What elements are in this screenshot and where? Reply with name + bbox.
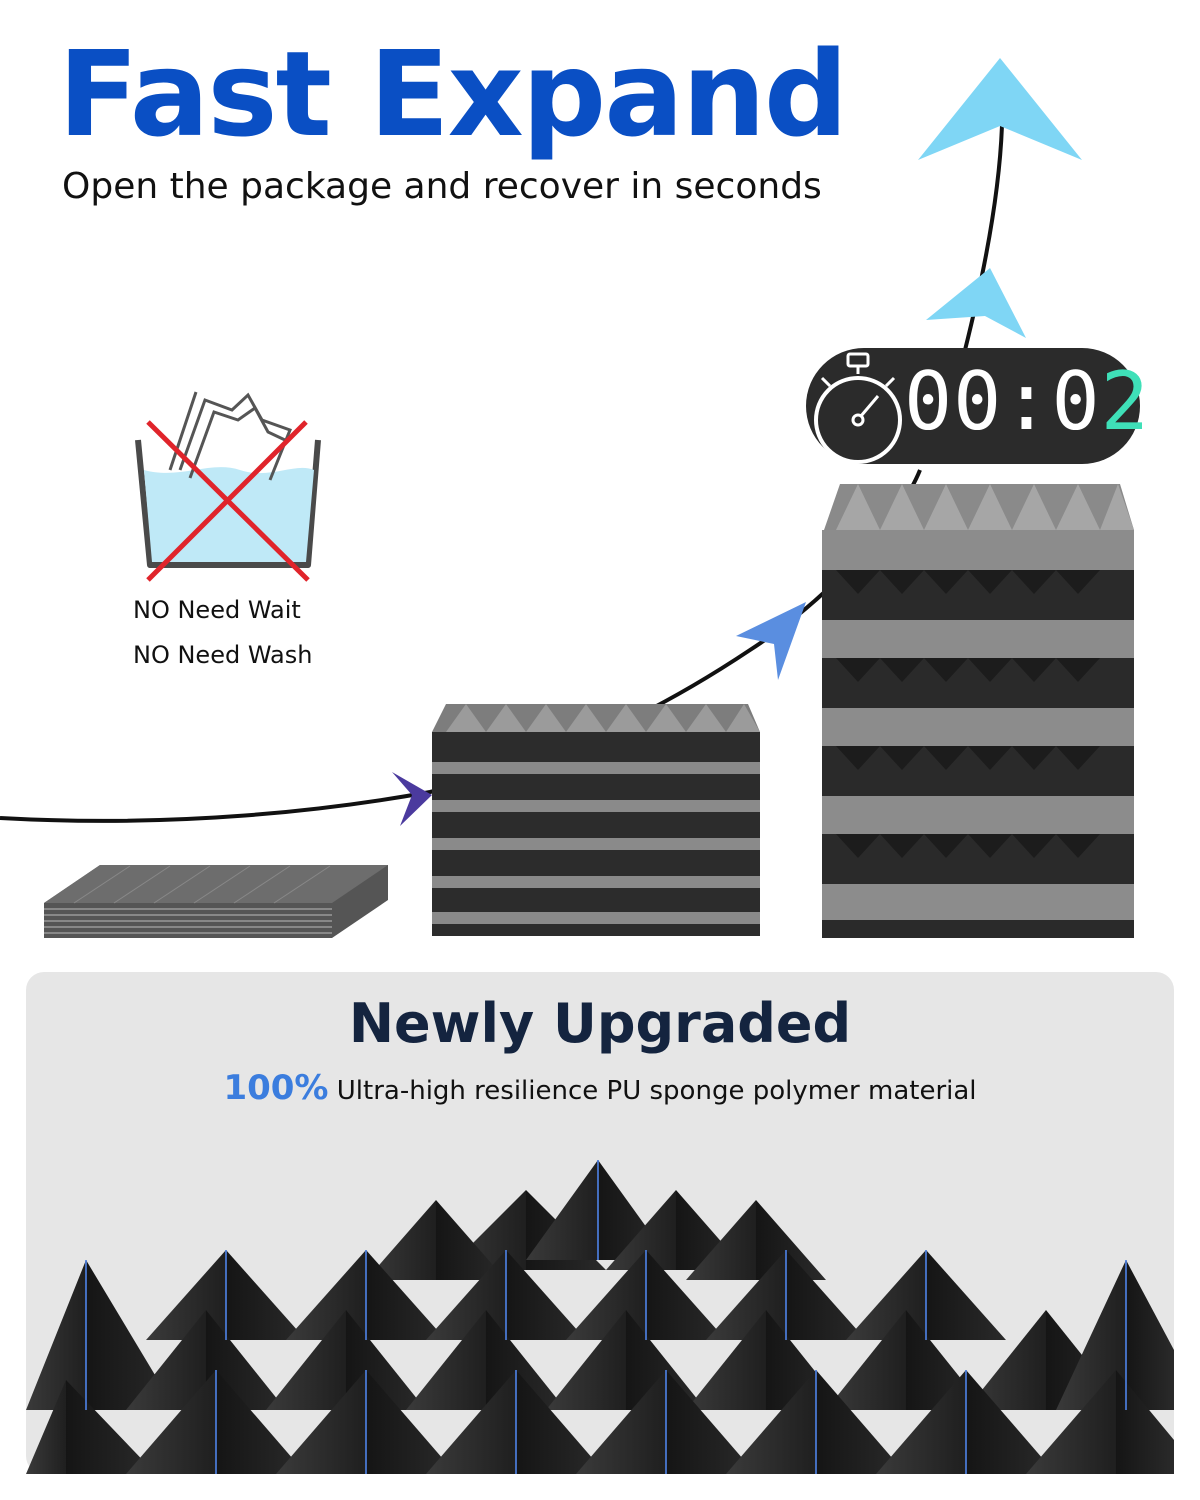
arrow-blue-icon xyxy=(736,602,806,680)
upgrade-percent: 100% xyxy=(223,1068,329,1108)
timer-digits: 00:0256 xyxy=(904,362,1200,442)
compressed-foam-stack xyxy=(44,865,388,938)
upgrade-description-text: Ultra-high resilience PU sponge polymer … xyxy=(336,1076,977,1106)
stopwatch-icon xyxy=(814,352,902,464)
timer-main-digits: 00:0 xyxy=(904,355,1101,448)
arrow-cyan-small-icon xyxy=(926,268,1026,338)
arrow-purple-icon xyxy=(392,772,432,826)
upgrade-title: Newly Upgraded xyxy=(348,992,852,1055)
upgrade-description: 100% Ultra-high resilience PU sponge pol… xyxy=(0,1068,1200,1108)
page-subtitle: Open the package and recover in seconds xyxy=(62,166,822,207)
no-wash-icon xyxy=(135,391,321,582)
no-need-wait-text: NO Need Wait xyxy=(133,596,301,624)
page-title: Fast Expand xyxy=(58,25,848,163)
arrow-cyan-large-icon xyxy=(918,58,1082,160)
expansion-illustration xyxy=(0,58,1134,938)
timer-small-digits: 56 xyxy=(1149,393,1200,439)
timer-display xyxy=(806,348,1140,464)
expanded-foam-stack xyxy=(822,484,1134,938)
foam-pyramids-closeup xyxy=(26,1160,1174,1474)
timer-accent-digit: 2 xyxy=(1100,355,1150,448)
no-need-wash-text: NO Need Wash xyxy=(133,641,313,669)
medium-foam-stack xyxy=(432,704,760,936)
